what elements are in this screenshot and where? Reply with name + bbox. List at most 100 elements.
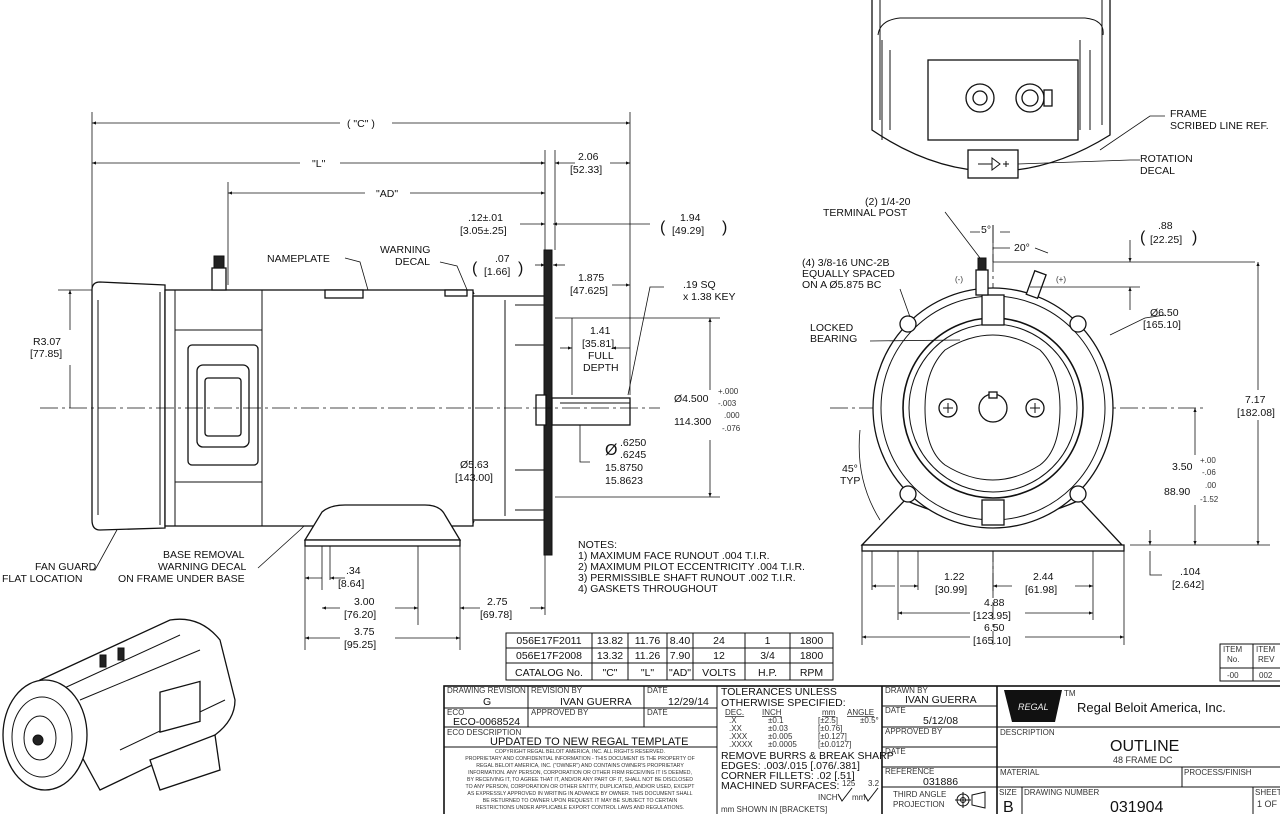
catalog-header: CATALOG No. — [515, 667, 583, 679]
dim-1-22: 1.22 — [944, 571, 965, 583]
end-view: (2) 1/4-20 TERMINAL POST 5° 20° .88 [22.… — [802, 196, 1275, 647]
company-name: Regal Beloit America, Inc. — [1077, 700, 1226, 715]
catalog-header: VOLTS — [702, 667, 736, 679]
dim-6-50: 6.50 — [984, 622, 1005, 634]
surface-finish-icon — [837, 787, 879, 802]
dim-3-50: 3.50 — [1172, 461, 1193, 473]
catalog-cell: 12 — [713, 650, 725, 662]
pilot-tol: +.000 — [718, 387, 739, 396]
catalog-cell: 8.40 — [670, 635, 691, 647]
tol-header: INCH — [762, 708, 782, 717]
shaft-mm: 15.8750 — [605, 462, 643, 474]
tol-angle: ±0.5° — [860, 716, 879, 725]
eco-label: ECO — [447, 708, 464, 717]
item-no-header: No. — [1227, 655, 1239, 664]
warning-decal-label: DECAL — [395, 256, 430, 268]
drawing-number: 031904 — [1110, 799, 1163, 814]
revision-by: IVAN GUERRA — [560, 696, 632, 708]
rotation-decal-label: ROTATION — [1140, 153, 1193, 165]
reference-label: REFERENCE — [885, 767, 934, 776]
base-removal-label: WARNING DECAL — [158, 561, 246, 573]
dim-2-44-mm: [61.98] — [1025, 584, 1057, 596]
catalog-cell: 13.32 — [597, 650, 623, 662]
dim-ad: "AD" — [376, 188, 398, 200]
catalog-cell: 13.82 — [597, 635, 623, 647]
drawn-date-label: DATE — [885, 706, 906, 715]
locked-bearing-label: LOCKED — [810, 322, 854, 334]
tolerance-cell: [±2.5] — [818, 716, 838, 725]
dim-4-88-mm: [123.95] — [973, 610, 1011, 622]
tolerance-cell: ±0.1 — [768, 716, 784, 725]
eco-number: ECO-0068524 — [453, 716, 520, 728]
holes-label: EQUALLY SPACED — [802, 268, 895, 280]
catalog-cell: 1800 — [800, 635, 824, 647]
item-table: ITEM No. ITEM REV -00 002 — [1219, 643, 1280, 682]
item-rev-value: 002 — [1259, 671, 1273, 680]
warning-decal-label: WARNING — [380, 244, 430, 256]
dim-2-06: 2.06 — [578, 151, 599, 163]
tolerance-cell: ±0.0005 — [768, 740, 797, 749]
reference: 031886 — [923, 776, 958, 788]
size-label: SIZE — [999, 788, 1017, 797]
catalog-cell: 1800 — [800, 650, 824, 662]
dim-0-07: .07 — [495, 253, 510, 265]
dim-1-94: 1.94 — [680, 212, 701, 224]
fan-guard-label: FLAT LOCATION — [2, 573, 83, 585]
dim-0-34: .34 — [346, 565, 361, 577]
regal-logo: REGAL — [1004, 690, 1062, 722]
terminal-label: (2) 1/4-20 — [865, 196, 911, 208]
catalog-header: RPM — [800, 667, 823, 679]
catalog-header: "L" — [641, 667, 655, 679]
tolerance-rows: .X±0.1[±2.5].XX±0.03[±0.76].XXX±0.005[±0… — [729, 716, 851, 749]
angle-5: 5° — [981, 224, 991, 236]
item-no-header: ITEM — [1223, 645, 1242, 654]
isometric-motor-view — [2, 618, 236, 791]
paren: ) — [722, 219, 727, 236]
dim-1-41: 1.41 — [590, 325, 611, 337]
shaft-tol: .6250 — [620, 437, 646, 449]
angle-45: 45° — [842, 463, 858, 475]
dim-3-50-mm-tol: .00 — [1205, 481, 1217, 490]
drawn-date: 5/12/08 — [923, 715, 958, 727]
copyright-line: BE RETURNED TO OWNER UPON REQUEST. IT MA… — [483, 798, 678, 804]
date-label: DATE — [647, 686, 668, 695]
dim-0-88: .88 — [1158, 220, 1173, 232]
dim-1-41-mm: [35.81] — [582, 338, 614, 350]
catalog-cell: 11.26 — [635, 650, 661, 662]
drawing-number-label: DRAWING NUMBER — [1024, 788, 1099, 797]
description-label: DESCRIPTION — [1000, 728, 1055, 737]
process-label: PROCESS/FINISH — [1184, 768, 1252, 777]
dia-5-63-mm: [143.00] — [455, 472, 493, 484]
catalog-cell: 056E17F2008 — [516, 650, 582, 662]
dim-1-22-mm: [30.99] — [935, 584, 967, 596]
trademark: TM — [1064, 689, 1076, 698]
dim-3-50-tol: -.06 — [1202, 468, 1216, 477]
dim-4-88: 4.88 — [984, 597, 1005, 609]
dim-0-12: .12±.01 — [468, 212, 503, 224]
pilot-mm-tol: .000 — [724, 411, 740, 420]
top-view: FRAME SCRIBED LINE REF. ROTATION DECAL — [871, 0, 1269, 179]
shaft-tol: .6245 — [620, 449, 646, 461]
fan-guard-label: FAN GUARD — [35, 561, 97, 573]
approved-date-label: DATE — [885, 747, 906, 756]
approved-by-label: APPROVED BY — [531, 708, 589, 717]
tolerance-cell: [±0.127] — [818, 732, 847, 741]
title-block: DRAWING REVISION G REVISION BY IVAN GUER… — [443, 685, 1280, 814]
item-rev-header: REV — [1258, 655, 1275, 664]
dim-2-75: 2.75 — [487, 596, 508, 608]
dim-1-94-mm: [49.29] — [672, 225, 704, 237]
full-depth: FULL — [588, 350, 614, 362]
paren: ( — [660, 219, 666, 236]
paren: ) — [1192, 229, 1197, 246]
size: B — [1003, 799, 1014, 814]
dim-0-88-mm: [22.25] — [1150, 234, 1182, 246]
drawing-revision: G — [483, 696, 491, 708]
copyright-line: COPYRIGHT REGAL BELOIT AMERICA, INC. ALL… — [495, 749, 665, 755]
r307-mm: [77.85] — [30, 348, 62, 360]
dim-0-07-mm: [1.66] — [484, 266, 510, 278]
dim-0-34-mm: [8.64] — [338, 578, 364, 590]
copyright-line: AS EXPRESSLY APPROVED IN WRITING IN ADVA… — [467, 791, 692, 797]
tolerance-cell: [±0.0127] — [818, 740, 851, 749]
tolerances-title: OTHERWISE SPECIFIED: — [721, 697, 846, 709]
